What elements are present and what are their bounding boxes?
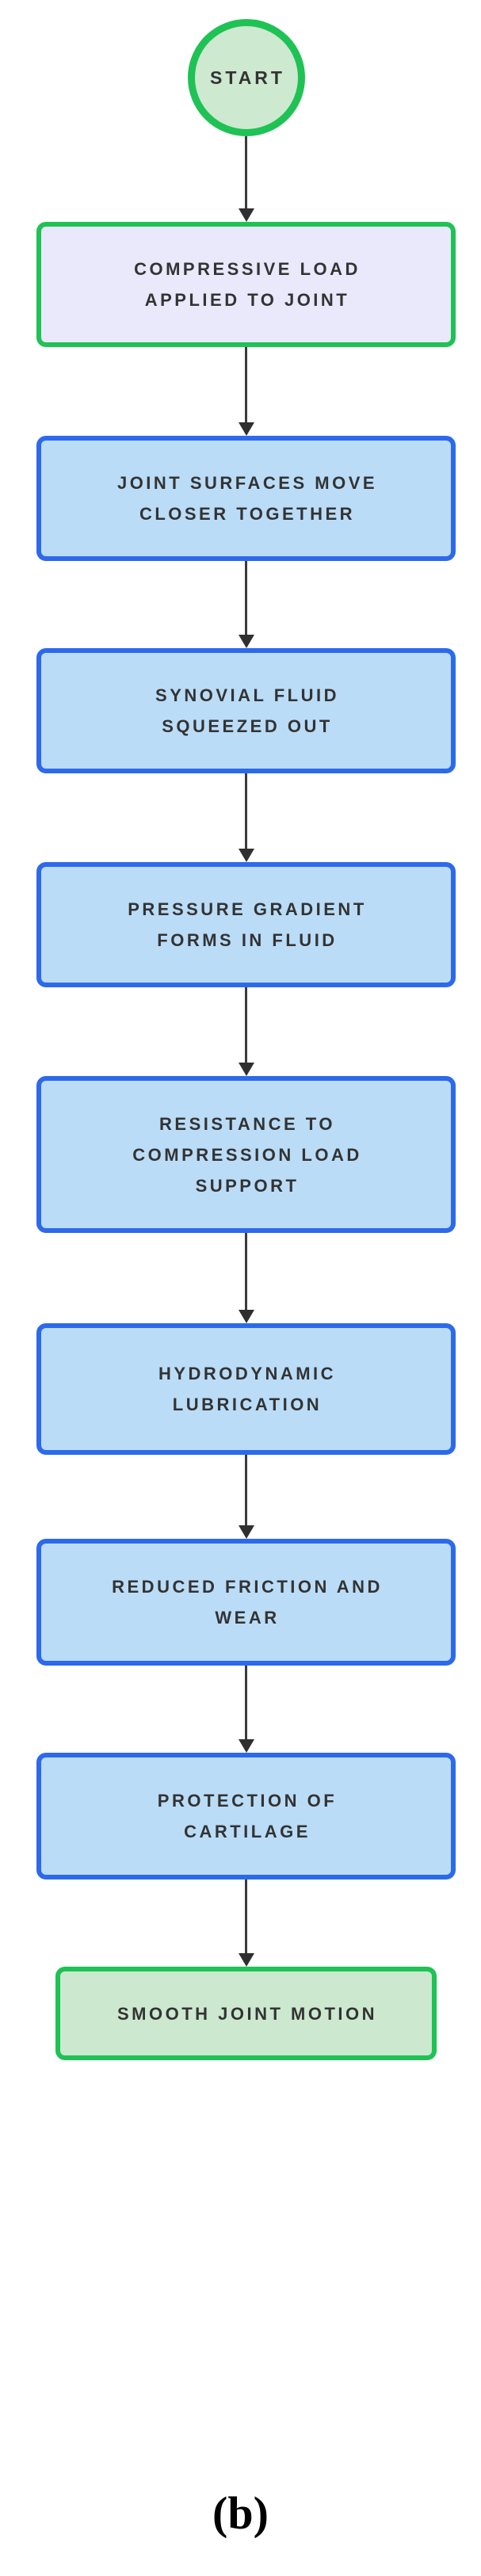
node-synovial-fluid: SYNOVIAL FLUID SQUEEZED OUT [36,648,456,773]
flow-arrow [237,1666,256,1753]
node-label: SMOOTH JOINT MOTION [116,2003,378,2024]
node-protection-cartilage: PROTECTION OF CARTILAGE [36,1753,456,1880]
node-compressive-load: COMPRESSIVE LOAD APPLIED TO JOINT [36,222,456,347]
node-label: RESISTANCE TO COMPRESSION LOAD SUPPORT [132,1113,362,1196]
node-label: HYDRODYNAMIC LUBRICATION [158,1364,337,1414]
arrow-head-icon [238,1310,254,1323]
arrow-line [245,1455,247,1525]
arrow-line [245,987,247,1063]
node-label: COMPRESSIVE LOAD APPLIED TO JOINT [134,259,361,310]
arrow-line [245,1233,247,1310]
flow-arrow [237,1455,256,1539]
flow-arrow [237,1880,256,1967]
node-label: JOINT SURFACES MOVE CLOSER TOGETHER [116,473,378,524]
arrow-head-icon [238,1063,254,1076]
arrow-head-icon [238,849,254,862]
flowchart-column: START COMPRESSIVE LOAD APPLIED TO JOINT … [36,0,456,2060]
flow-arrow [237,1233,256,1323]
node-smooth-joint-motion: SMOOTH JOINT MOTION [55,1967,437,2060]
node-reduced-friction: REDUCED FRICTION AND WEAR [36,1539,456,1666]
start-label: START [210,67,285,88]
arrow-line [245,773,247,849]
node-label: PRESSURE GRADIENT FORMS IN FLUID [128,899,367,950]
arrow-head-icon [238,1953,254,1967]
flow-arrow [237,987,256,1076]
node-resistance-compression: RESISTANCE TO COMPRESSION LOAD SUPPORT [36,1076,456,1233]
node-label: REDUCED FRICTION AND WEAR [112,1577,383,1628]
node-label: PROTECTION OF CARTILAGE [157,1791,338,1841]
figure-caption: (b) [212,2487,269,2539]
flow-arrow [237,136,256,222]
flow-arrow [237,347,256,436]
arrow-head-icon [238,1525,254,1539]
arrow-line [245,136,247,208]
flow-arrow [237,773,256,862]
node-joint-surfaces: JOINT SURFACES MOVE CLOSER TOGETHER [36,436,456,561]
arrow-head-icon [238,1739,254,1753]
node-label: SYNOVIAL FLUID SQUEEZED OUT [155,685,339,736]
arrow-line [245,561,247,635]
arrow-line [245,1880,247,1953]
node-hydrodynamic-lubrication: HYDRODYNAMIC LUBRICATION [36,1323,456,1455]
arrow-line [245,347,247,422]
arrow-head-icon [238,635,254,648]
arrow-head-icon [238,208,254,222]
node-pressure-gradient: PRESSURE GRADIENT FORMS IN FLUID [36,862,456,987]
start-node: START [187,19,305,136]
arrow-head-icon [238,422,254,436]
arrow-line [245,1666,247,1739]
flow-arrow [237,561,256,648]
